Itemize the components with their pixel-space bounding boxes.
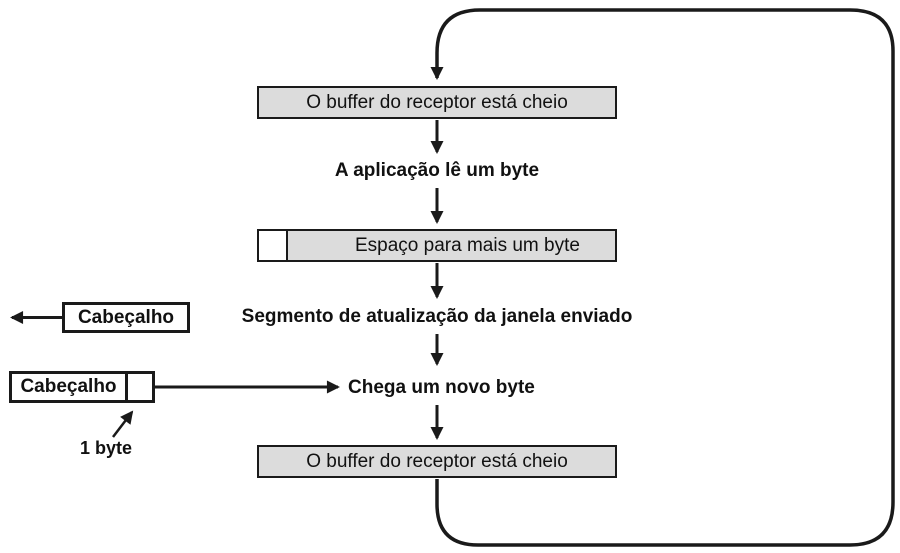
one-byte-pointer-arrow	[112, 410, 134, 438]
app-reads-label: A aplicação lê um byte	[334, 160, 540, 181]
space-for-one-byte-box: Espaço para mais um byte	[257, 229, 617, 262]
window-update-label: Segmento de atualização da janela enviad…	[241, 306, 633, 327]
freed-space-cell	[259, 231, 288, 260]
header-bottom-label: Cabeçalho	[20, 376, 117, 397]
one-byte-label: 1 byte	[80, 438, 133, 458]
receiver-buffer-full-top-box: O buffer do receptor está cheio	[257, 86, 617, 119]
receiver-buffer-full-bottom-label: O buffer do receptor está cheio	[306, 450, 568, 472]
byte-cell	[125, 374, 152, 400]
receiver-buffer-full-bottom-box: O buffer do receptor está cheio	[257, 445, 617, 478]
new-byte-label: Chega um novo byte	[348, 377, 535, 398]
header-left-label: Cabeçalho	[77, 306, 175, 328]
space-for-one-byte-label: Espaço para mais um byte	[355, 234, 580, 256]
loop-arrow	[430, 8, 895, 547]
header-byte-box: Cabeçalho	[9, 371, 155, 403]
header-box-left: Cabeçalho	[62, 302, 190, 333]
receiver-buffer-full-top-label: O buffer do receptor está cheio	[306, 91, 568, 113]
